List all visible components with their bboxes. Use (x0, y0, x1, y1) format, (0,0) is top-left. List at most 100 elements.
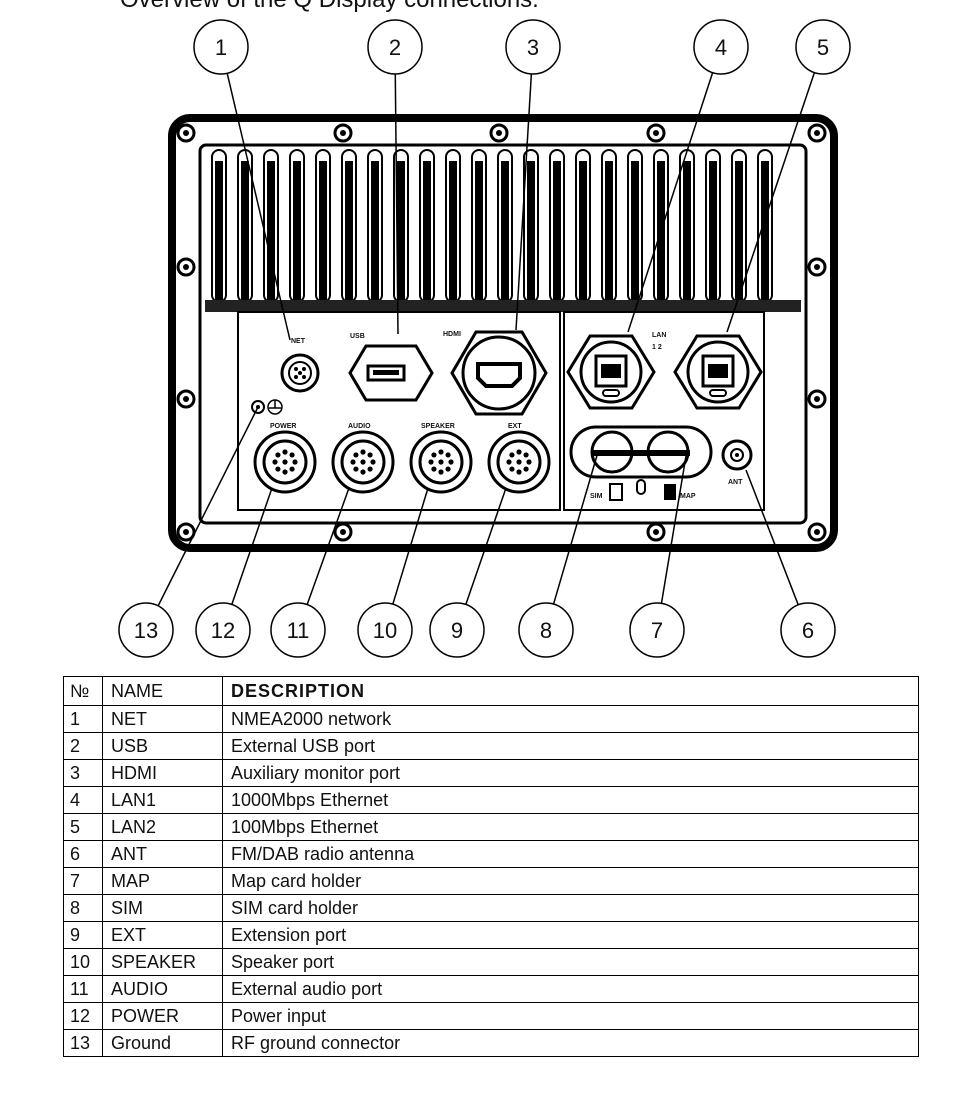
callout-circle (518, 602, 574, 658)
ext-port (487, 430, 551, 494)
table-header-row: № NAME DESCRIPTION (63, 676, 919, 706)
heatsink-fin-shadow (371, 161, 379, 301)
heatsink-fin-shadow (527, 161, 535, 301)
callout-number: 10 (373, 618, 397, 643)
row-name: AUDIO (102, 975, 223, 1003)
heatsink-fin-shadow (735, 161, 743, 301)
callout-number: 12 (211, 618, 235, 643)
leader-line (157, 406, 259, 607)
row-name: Ground (102, 1029, 223, 1057)
callout-number: 5 (817, 35, 829, 60)
heatsink-fin-shadow (449, 161, 457, 301)
device-inner-frame (198, 143, 808, 525)
leader-line (515, 73, 533, 331)
heatsink-base (205, 300, 801, 312)
callout-number: 13 (134, 618, 158, 643)
lan1-port (566, 334, 656, 410)
row-number: 13 (63, 1029, 103, 1057)
row-description: Speaker port (222, 948, 919, 976)
audio-port (331, 430, 395, 494)
row-description: External audio port (222, 975, 919, 1003)
screw-center (183, 264, 189, 270)
callout-number: 11 (287, 618, 310, 643)
net-port (280, 353, 320, 393)
row-name: ANT (102, 840, 223, 868)
connections-diagram: NET USB HDMI LAN 1 2 POWER AU (118, 19, 851, 658)
row-name: HDMI (102, 759, 223, 787)
row-number: 3 (63, 759, 103, 787)
net-port-label: NET (291, 338, 306, 345)
heatsink-fin-shadow (423, 161, 431, 301)
leader-line (726, 72, 816, 333)
callout-circle (195, 602, 251, 658)
row-description: NMEA2000 network (222, 705, 919, 733)
row-number: 7 (63, 867, 103, 895)
callout-number: 1 (215, 35, 227, 60)
callout-circle (693, 19, 749, 75)
screw-center (496, 130, 502, 136)
antenna-port (721, 439, 753, 471)
leader-line (392, 487, 429, 605)
ant-label: ANT (728, 479, 743, 486)
power-port-label: POWER (270, 423, 296, 430)
card-slot (569, 425, 713, 501)
heatsink-fin-shadow (553, 161, 561, 301)
screw-center (814, 529, 820, 535)
heatsink-fin-shadow (345, 161, 353, 301)
callout-circle (780, 602, 836, 658)
callout-circle (367, 19, 423, 75)
row-number: 11 (63, 975, 103, 1003)
leader-line (465, 487, 507, 605)
row-number: 8 (63, 894, 103, 922)
header-description: DESCRIPTION (222, 676, 919, 706)
header-name: NAME (102, 676, 223, 706)
callout-number: 8 (540, 618, 552, 643)
screw-center (340, 529, 346, 535)
row-name: SIM (102, 894, 223, 922)
leader-line (660, 455, 687, 604)
row-number: 9 (63, 921, 103, 949)
row-name: EXT (102, 921, 223, 949)
figure-caption: Overview of the Q Display connections. (120, 0, 539, 14)
row-description: RF ground connector (222, 1029, 919, 1057)
callout-number: 6 (802, 618, 814, 643)
heatsink-fin-shadow (631, 161, 639, 301)
row-description: Extension port (222, 921, 919, 949)
row-number: 4 (63, 786, 103, 814)
screw-center (183, 396, 189, 402)
screw-center (814, 130, 820, 136)
callout-circle (193, 19, 249, 75)
heatsink-fin-shadow (241, 161, 249, 301)
callout-circle (795, 19, 851, 75)
speaker-port-label: SPEAKER (421, 423, 455, 430)
row-name: POWER (102, 1002, 223, 1030)
row-name: SPEAKER (102, 948, 223, 976)
usb-port-label: USB (350, 333, 365, 340)
leader-line (552, 451, 599, 605)
leader-line (226, 73, 291, 341)
heatsink-fin-shadow (683, 161, 691, 301)
heatsink-fin-shadow (319, 161, 327, 301)
leader-line (394, 73, 399, 335)
callout-number: 2 (389, 35, 401, 60)
screw-center (183, 130, 189, 136)
row-name: NET (102, 705, 223, 733)
leader-line (306, 487, 350, 605)
screw-center (814, 264, 820, 270)
screw-center (183, 529, 189, 535)
heatsink-fin-shadow (605, 161, 613, 301)
callout-circle (270, 602, 326, 658)
